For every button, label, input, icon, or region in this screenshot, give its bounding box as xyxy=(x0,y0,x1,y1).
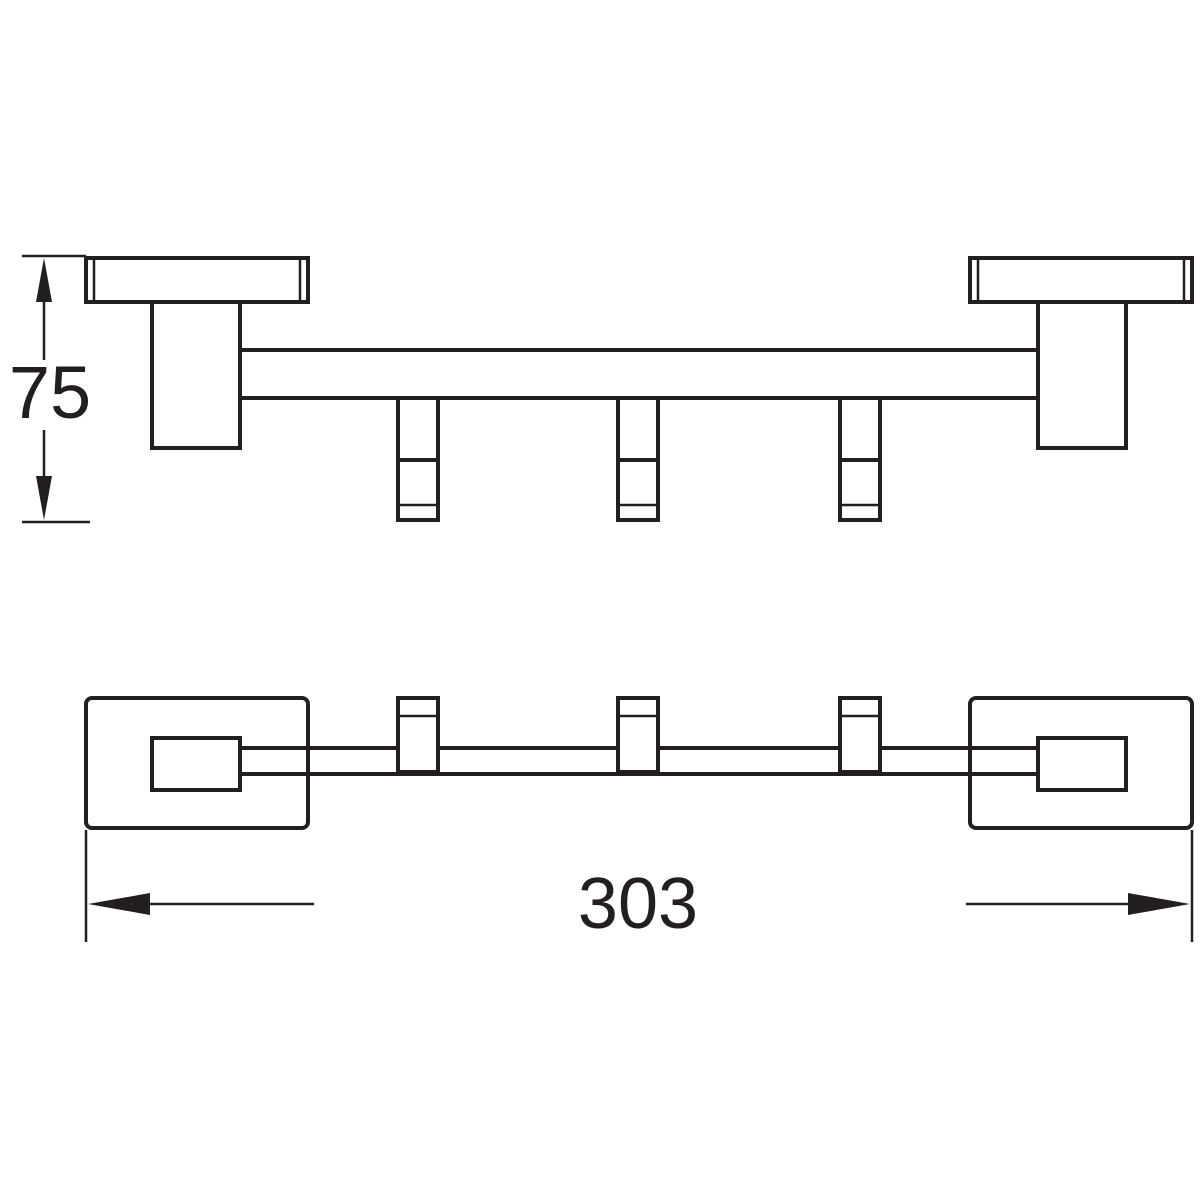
arrow-down-icon xyxy=(36,476,52,520)
side-bar xyxy=(240,348,1038,400)
left-mounting-plate xyxy=(84,256,310,304)
arrow-right-icon xyxy=(1128,893,1190,915)
height-label: 75 xyxy=(9,351,91,434)
arrow-left-icon xyxy=(88,893,150,915)
right-mounting-plate xyxy=(968,256,1194,304)
hook-3 xyxy=(838,396,882,522)
hook-top-3 xyxy=(838,696,882,774)
hook-top-2 xyxy=(616,696,660,774)
left-post xyxy=(150,300,242,450)
right-base-plate xyxy=(968,696,1194,830)
height-dimension: 75 xyxy=(9,254,91,524)
width-dimension: 303 xyxy=(84,830,1194,944)
width-label: 303 xyxy=(578,864,698,944)
hook-top-1 xyxy=(396,696,440,774)
right-post xyxy=(1036,300,1128,450)
hook-1 xyxy=(396,396,440,522)
side-view: 75 xyxy=(9,254,1194,524)
left-base-plate xyxy=(84,696,310,830)
hook-2 xyxy=(616,396,660,522)
top-view: 303 xyxy=(84,696,1194,944)
arrow-up-icon xyxy=(36,258,52,302)
